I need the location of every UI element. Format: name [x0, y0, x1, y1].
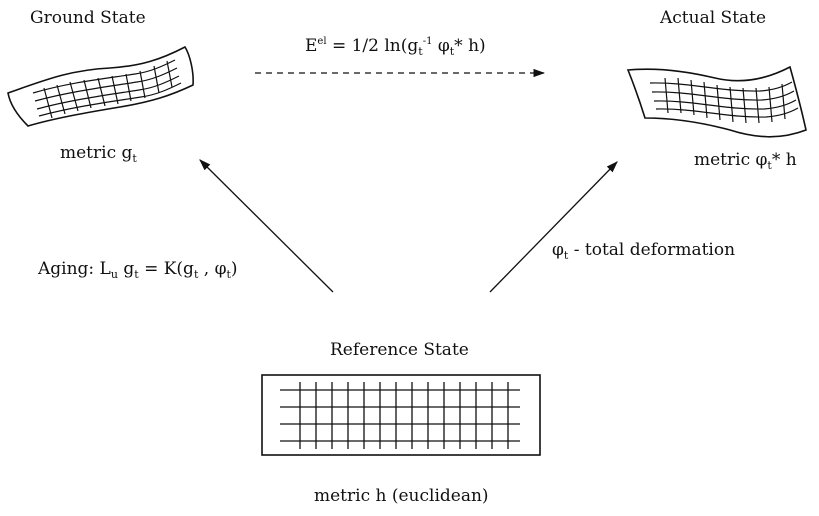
ground-state-metric: metric gt [60, 143, 137, 165]
reference-state-metric: metric h (euclidean) [314, 486, 489, 506]
actual-state-grid [649, 77, 799, 124]
actual-state-sheet [626, 65, 807, 138]
aging-label: Aging: Lu gt = K(gt , φt) [38, 259, 238, 281]
ground-state-grid [32, 59, 182, 119]
reference-state-sheet [261, 374, 541, 456]
reference-state-title: Reference State [330, 340, 469, 360]
ground-state-title: Ground State [30, 8, 146, 28]
elastic-energy-label: Eel = 1/2 ln(gt-1 φt* h) [305, 36, 486, 58]
reference-state-grid [280, 382, 520, 449]
actual-state-title: Actual State [660, 8, 767, 28]
ground-state-sheet [7, 45, 194, 127]
deformation-arrow [489, 161, 618, 293]
aging-arrow [199, 159, 334, 293]
actual-state-metric: metric φt* h [694, 150, 797, 172]
deformation-label: φt - total deformation [552, 240, 736, 262]
